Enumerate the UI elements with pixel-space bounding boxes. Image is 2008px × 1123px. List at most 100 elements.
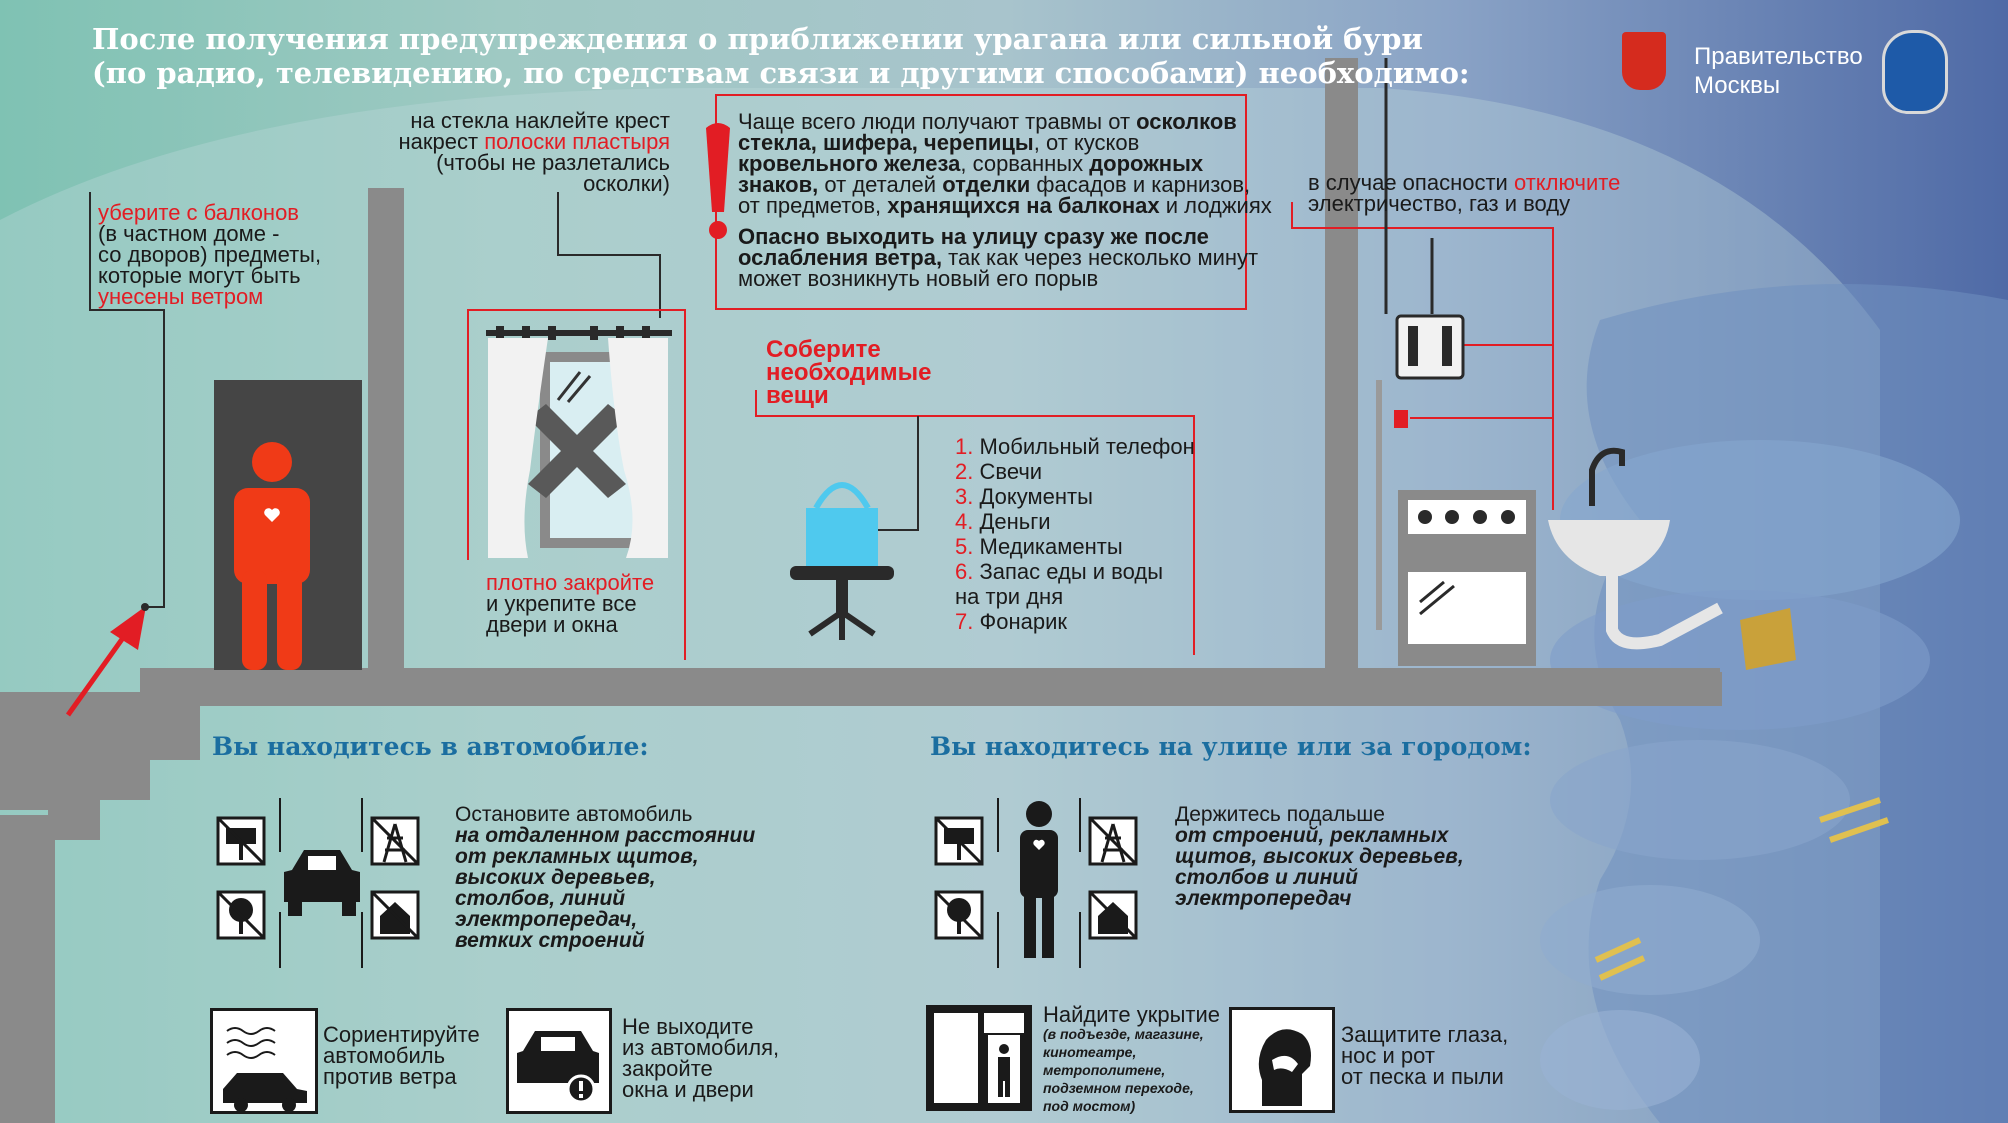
warning-span: , сорванных (960, 151, 1090, 176)
item-text: Запас еды и воды (979, 559, 1164, 584)
gov-line: Правительство (1694, 43, 1863, 70)
shelter-line: Найдите укрытие (1043, 1002, 1220, 1027)
shelter-line: метрополитене, (1043, 1062, 1166, 1078)
street-keep-line: от строений, рекламных (1175, 824, 1449, 847)
car-orient-line: автомобиль (323, 1043, 446, 1068)
list-item: 3. Документы (955, 486, 1195, 511)
note-text: полоски пластыря (484, 129, 670, 154)
callout-line (1291, 202, 1554, 510)
note-line: осколки) (583, 171, 670, 196)
interior-wall (1325, 58, 1358, 676)
note-line: электричество, газ и воду (1308, 191, 1571, 216)
collect-title-line: Соберите (766, 336, 881, 363)
emergency-ministry-emblem-icon (1882, 30, 1948, 114)
protect-line: от песка и пыли (1341, 1064, 1504, 1089)
car-stop-line: ветких строений (455, 929, 645, 952)
car-against-wind-icon (210, 1008, 318, 1114)
car-stop-line: Остановите автомобиль (455, 803, 693, 826)
item-number: 4. (955, 509, 974, 534)
tape-note: на стекла наклейте крест накрест полоски… (398, 108, 670, 196)
callout-line (89, 192, 165, 608)
page-title: После получения предупреждения о приближ… (92, 22, 1470, 90)
government-label: Правительство Москвы (1694, 42, 1863, 100)
car-stay-line: Не выходите (622, 1014, 754, 1039)
street-keep-line: электропередач (1175, 887, 1352, 910)
tornado-swirl (1540, 1010, 1700, 1110)
title-line: После получения предупреждения о приближ… (92, 22, 1423, 56)
warning-span: хранящихся на балконах (887, 193, 1160, 218)
car-stay-inside-icon (506, 1008, 612, 1114)
street-keep-text: Держитесь подальше от строений, рекламны… (1175, 804, 1464, 909)
item-number: 3. (955, 484, 974, 509)
car-stop-line: от рекламных щитов, (455, 845, 699, 868)
car-stay-text: Не выходите из автомобиля, закройте окна… (622, 1014, 780, 1101)
list-item: 5. Медикаменты (955, 536, 1195, 561)
warning-span: знаков, (738, 172, 819, 197)
gas-pipe (1376, 380, 1382, 630)
shelter-line: кинотеатре, (1043, 1044, 1137, 1060)
car-orient-line: против ветра (323, 1064, 457, 1089)
shelter-line: (в подъезде, магазине, (1043, 1026, 1204, 1042)
list-item: 2. Свечи (955, 461, 1195, 486)
item-number: 6. (955, 559, 974, 584)
callout-dot (141, 603, 149, 611)
note-line: уберите с балконов (98, 200, 299, 225)
car-stay-line: из автомобиля, (622, 1035, 780, 1060)
flying-fence-icon (1594, 937, 1646, 981)
arrow-icon (65, 626, 133, 717)
item-number: 5. (955, 534, 974, 559)
note-line: двери и окна (486, 612, 618, 637)
item-text: Медикаменты (979, 534, 1123, 559)
warning-text: Чаще всего люди получают травмы от оскол… (738, 109, 1272, 291)
curtain-left (488, 338, 548, 558)
protect-line: Защитите глаза, (1341, 1022, 1509, 1047)
car-stop-line: столбов, линий (455, 887, 626, 910)
tornado-swirl (1560, 440, 1960, 600)
gas-valve-icon (1394, 410, 1408, 428)
windows-note: плотно закройте и укрепите все двери и о… (486, 572, 654, 637)
car-stop-text: Остановите автомобиль на отдаленном расс… (455, 804, 755, 951)
collect-title: Соберите необходимые вещи (766, 336, 931, 409)
arrow-head (110, 606, 146, 650)
heart-icon (264, 508, 280, 522)
tape-cross-icon (528, 404, 626, 498)
gov-line: Москвы (1694, 72, 1781, 99)
note-text: в случае опасности (1308, 170, 1514, 195)
faucet-icon (1589, 447, 1625, 506)
item-text: Мобильный телефон (979, 434, 1195, 459)
warning-span: ослабления ветра, (738, 245, 943, 270)
exclamation-icon (706, 123, 730, 212)
note-line: которые могут быть (98, 263, 301, 288)
list-item: 4. Деньги (955, 511, 1195, 536)
note-line: на стекла наклейте крест (410, 108, 670, 133)
callout-line (557, 192, 661, 318)
curtain-rod (486, 330, 672, 336)
shelter-text: Найдите укрытие (в подъезде, магазине, к… (1043, 1004, 1220, 1115)
warning-line: может возникнуть новый его порыв (738, 266, 1099, 291)
tornado-swirl (1550, 740, 1850, 860)
item-number: 2. (955, 459, 974, 484)
note-text: накрест (398, 129, 485, 154)
warning-span: дорожных (1089, 151, 1204, 176)
stool-icon (790, 566, 894, 580)
warning-span: стекла, шифера, черепицы (738, 130, 1034, 155)
warning-span: фасадов и карнизов, (1030, 172, 1251, 197)
curtain-right (608, 338, 668, 558)
warning-span: так как через несколько минут (942, 245, 1259, 270)
bag-icon (806, 508, 878, 566)
warning-span: от предметов, (738, 193, 888, 218)
car-hazards-icon (212, 792, 442, 972)
item-text: на три дня (955, 584, 1064, 609)
stairs (0, 672, 1722, 1123)
car-stay-line: закройте (622, 1056, 713, 1081)
collect-title-line: вещи (766, 382, 829, 409)
car-section-heading: Вы находитесь в автомобиле: (212, 732, 649, 761)
title-line: (по радио, телевидению, по средствам свя… (92, 56, 1470, 90)
tornado-swirl (1540, 885, 1760, 995)
item-number: 7. (955, 609, 974, 634)
list-item: 7. Фонарик (955, 611, 1195, 636)
utilities-note: в случае опасности отключите электричест… (1308, 170, 1620, 216)
note-line: (чтобы не разлетались (436, 150, 670, 175)
flying-fence-icon (1819, 797, 1889, 843)
warning-span: Чаще всего люди получают травмы от (738, 109, 1137, 134)
